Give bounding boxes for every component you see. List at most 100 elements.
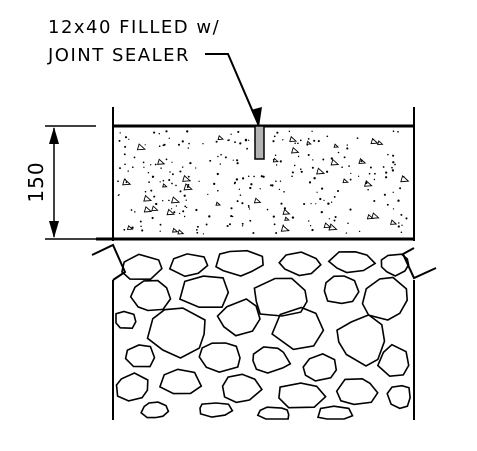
- subbase-stone: [129, 279, 172, 312]
- leader-line: [205, 53, 260, 127]
- concrete-speck: [181, 140, 184, 143]
- concrete-speck: [313, 139, 316, 142]
- concrete-speck: [368, 172, 371, 175]
- concrete-speck: [175, 184, 177, 187]
- concrete-speck: [158, 132, 161, 135]
- subbase-stone: [115, 310, 137, 330]
- concrete-speck: [158, 145, 161, 147]
- subbase-stone: [380, 253, 410, 277]
- concrete-speck: [187, 147, 189, 149]
- concrete-speck: [118, 194, 120, 196]
- concrete-speck: [148, 181, 150, 183]
- concrete-speck: [186, 130, 189, 133]
- concrete-speck: [159, 223, 162, 226]
- concrete-speck: [334, 215, 337, 219]
- subbase-stone: [115, 372, 149, 402]
- subbase-stone: [278, 382, 327, 409]
- concrete-speck: [300, 168, 302, 170]
- concrete-speck: [350, 172, 352, 175]
- concrete-aggregate-pattern: [117, 130, 410, 235]
- concrete-speck: [275, 232, 278, 234]
- concrete-aggregate: [282, 208, 291, 215]
- dimension-arrow-top: [49, 127, 59, 144]
- concrete-speck: [405, 217, 408, 220]
- concrete-speck: [168, 178, 171, 182]
- concrete-speck: [184, 205, 187, 208]
- concrete-speck: [155, 202, 158, 206]
- concrete-speck: [294, 142, 296, 145]
- concrete-speck: [183, 194, 186, 197]
- concrete-speck: [271, 184, 274, 187]
- concrete-speck: [369, 166, 372, 169]
- concrete-speck: [144, 190, 147, 193]
- concrete-speck: [232, 159, 234, 161]
- concrete-speck: [185, 199, 187, 201]
- concrete-speck: [224, 156, 227, 159]
- concrete-speck: [171, 161, 173, 163]
- concrete-speck: [230, 215, 233, 218]
- concrete-speck: [241, 222, 244, 225]
- concrete-speck: [297, 155, 300, 158]
- concrete-speck: [392, 191, 394, 193]
- concrete-speck: [336, 189, 340, 193]
- concrete-aggregate: [358, 157, 367, 164]
- concrete-aggregate: [272, 157, 279, 163]
- concrete-speck: [181, 166, 184, 168]
- concrete-speck: [307, 220, 310, 222]
- concrete-speck: [170, 208, 173, 210]
- concrete-speck: [385, 171, 388, 174]
- concrete-speck: [165, 130, 168, 133]
- concrete-speck: [341, 166, 343, 169]
- concrete-speck: [373, 178, 376, 181]
- concrete-speck: [348, 165, 350, 167]
- concrete-aggregate: [284, 216, 290, 221]
- leader-arrowhead: [251, 107, 262, 127]
- concrete-speck: [307, 153, 310, 157]
- subbase-stone: [335, 377, 379, 406]
- concrete-speck: [367, 188, 369, 191]
- concrete-aggregate: [370, 137, 379, 145]
- concrete-speck: [308, 181, 312, 184]
- concrete-speck: [319, 197, 322, 201]
- concrete-speck: [119, 132, 121, 134]
- concrete-speck: [207, 193, 209, 196]
- concrete-speck: [391, 166, 393, 169]
- concrete-speck: [392, 154, 395, 157]
- left-break-symbol: [91, 243, 127, 281]
- concrete-speck: [246, 147, 248, 150]
- concrete-speck: [325, 170, 329, 173]
- concrete-speck: [399, 187, 402, 190]
- concrete-speck: [400, 231, 403, 234]
- concrete-speck: [171, 173, 174, 176]
- concrete-speck: [175, 205, 178, 207]
- concrete-speck: [165, 158, 168, 161]
- concrete-speck: [273, 223, 276, 226]
- concrete-speck: [358, 230, 361, 233]
- concrete-speck: [345, 232, 348, 234]
- concrete-speck: [275, 180, 277, 182]
- concrete-speck: [383, 193, 386, 196]
- concrete-aggregate: [215, 201, 222, 206]
- concrete-speck: [179, 170, 182, 173]
- concrete-speck: [303, 202, 306, 206]
- subbase-stone: [252, 346, 292, 374]
- concrete-speck: [356, 137, 359, 139]
- concrete-speck: [139, 220, 142, 223]
- concrete-speck: [374, 172, 376, 175]
- concrete-speck: [230, 207, 233, 210]
- concrete-speck: [123, 228, 126, 231]
- concrete-speck: [143, 166, 145, 168]
- concrete-speck: [247, 139, 250, 141]
- concrete-speck: [123, 153, 126, 156]
- concrete-speck: [133, 156, 136, 159]
- subbase-stone: [256, 406, 290, 420]
- concrete-speck: [131, 166, 134, 169]
- concrete-speck: [311, 166, 314, 169]
- concrete-speck: [384, 176, 388, 179]
- concrete-speck: [313, 177, 316, 180]
- concrete-speck: [237, 130, 240, 133]
- concrete-speck: [249, 219, 252, 222]
- concrete-speck: [127, 170, 129, 172]
- subbase-stone: [327, 250, 377, 274]
